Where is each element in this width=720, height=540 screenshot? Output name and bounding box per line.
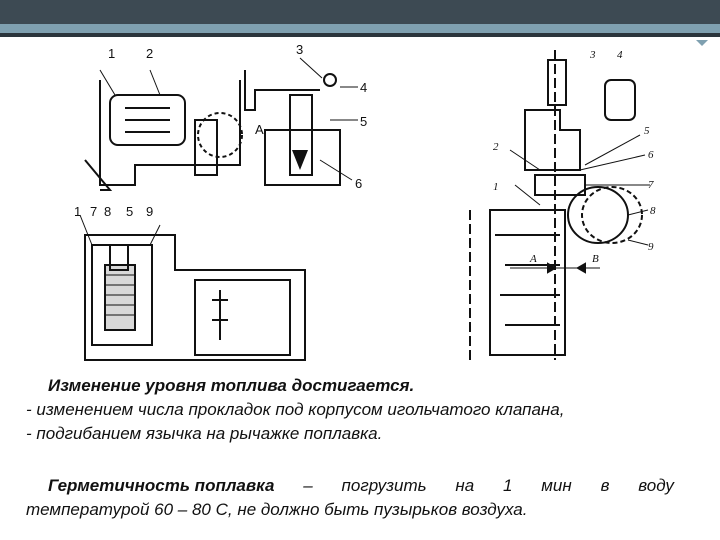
word: 1	[503, 476, 513, 495]
level-heading: Изменение уровня топлива достигается.	[48, 376, 415, 395]
word: в	[600, 476, 610, 495]
label-r4: 4	[617, 49, 623, 61]
label-ra: А	[529, 253, 537, 265]
float-chamber-top-diagram	[84, 57, 358, 191]
sealing-paragraph-line1: Герметичность поплавка – погрузить на 1 …	[48, 474, 676, 498]
label-r9: 9	[648, 241, 654, 253]
sealing-heading: Герметичность поплавка	[48, 476, 275, 495]
corner-triangle-icon	[696, 40, 708, 46]
label-5: 5	[360, 114, 367, 129]
header-accent-stripe	[0, 24, 720, 33]
label-rb: В	[592, 253, 599, 265]
label-3: 3	[296, 42, 303, 57]
method-item-1: - изменением числа прокладок под корпусо…	[26, 400, 565, 419]
label-r1: 1	[493, 181, 499, 193]
word: мин	[541, 476, 572, 495]
label-b8: 8	[104, 204, 111, 219]
word: воду	[638, 476, 674, 495]
label-b9: 9	[146, 204, 153, 219]
label-r6: 6	[648, 149, 654, 161]
label-b7: 7	[90, 204, 97, 219]
label-2: 2	[146, 46, 153, 61]
word: погрузить	[341, 476, 427, 495]
needle-valve-float-diagram	[469, 50, 650, 360]
label-1: 1	[108, 46, 115, 61]
word: на	[455, 476, 475, 495]
label-r7: 7	[648, 179, 654, 191]
label-6: 6	[355, 176, 362, 191]
sealing-paragraph-line2: температурой 60 – 80 С, не должно быть п…	[26, 500, 528, 519]
label-b1: 1	[74, 204, 81, 219]
label-r5: 5	[644, 125, 650, 137]
label-4: 4	[360, 80, 367, 95]
word: –	[303, 476, 313, 495]
float-chamber-section-diagram	[79, 214, 306, 361]
label-a: А	[255, 122, 264, 137]
header-divider	[0, 33, 720, 37]
header-bar	[0, 0, 720, 24]
label-r8: 8	[650, 205, 656, 217]
label-b5: 5	[126, 204, 133, 219]
label-r3: 3	[589, 49, 596, 61]
carburetor-diagram: 1 2 3 4 5 6 А 1 7 8 5 9 3 4 5 6 7 8 9 2 …	[74, 42, 656, 361]
method-item-2: - подгибанием язычка на рычажке поплавка…	[26, 424, 383, 443]
label-r2: 2	[493, 141, 499, 153]
